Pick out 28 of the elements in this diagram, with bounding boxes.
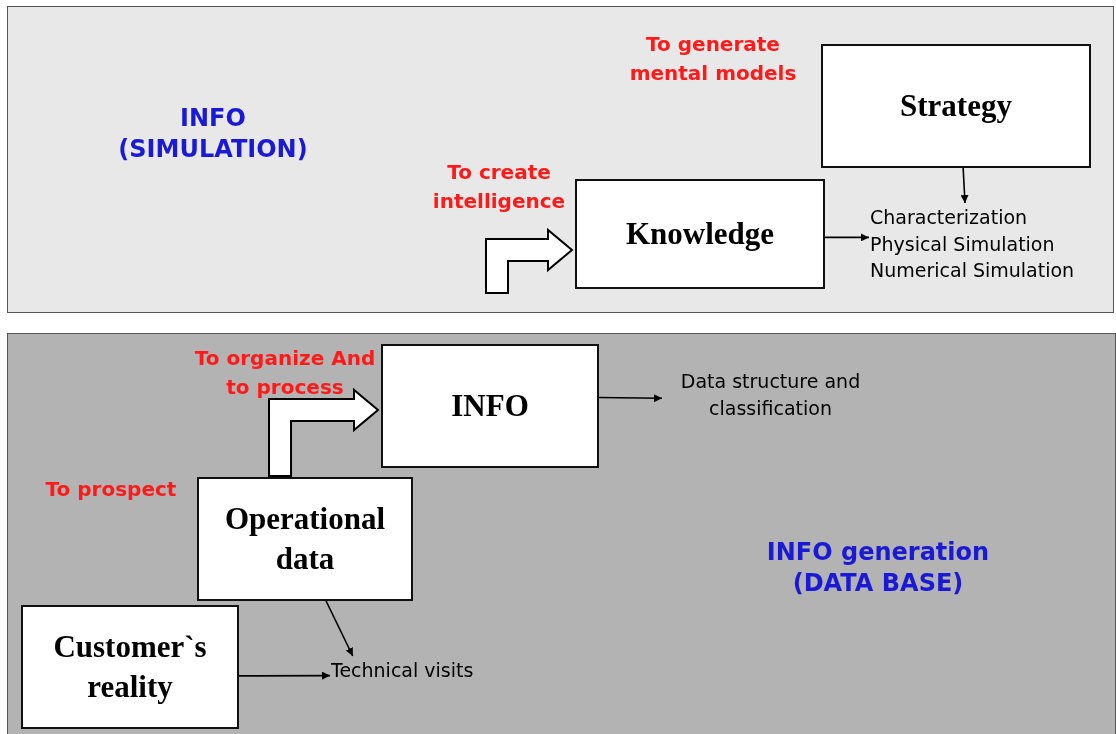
box-label: INFO — [451, 386, 529, 425]
panel-heading: INFO generation (DATA BASE) — [765, 537, 991, 600]
arrow — [823, 233, 870, 242]
note-text: Technical visits — [331, 657, 506, 685]
panel-background — [7, 6, 1114, 313]
arrow — [960, 166, 969, 204]
process-box — [575, 179, 825, 289]
arrow — [237, 671, 331, 680]
note-text: Characterization Physical Simulation Numerical Simulation — [870, 204, 1110, 290]
edge-label: To organize And to process — [193, 345, 377, 401]
box-label: Operational data — [223, 499, 387, 578]
panel-heading: INFO (SIMULATION) — [117, 103, 309, 166]
box-label: Customer`s reality — [52, 627, 208, 706]
arrow — [324, 599, 354, 657]
note-text: Data structure and classification — [663, 368, 878, 422]
process-box — [381, 344, 599, 468]
box-label: Strategy — [900, 86, 1012, 125]
edge-label: To create intelligence — [431, 159, 567, 215]
note-label: To generate mental models — [628, 31, 798, 87]
bent-arrow — [268, 387, 380, 477]
box-label: Knowledge — [625, 214, 775, 253]
process-box — [197, 477, 413, 601]
panel-background — [7, 333, 1116, 734]
bent-arrow — [485, 227, 574, 294]
process-box — [821, 44, 1091, 168]
process-box — [21, 605, 239, 729]
arrow — [597, 394, 663, 403]
side-note: To prospect — [44, 476, 178, 503]
